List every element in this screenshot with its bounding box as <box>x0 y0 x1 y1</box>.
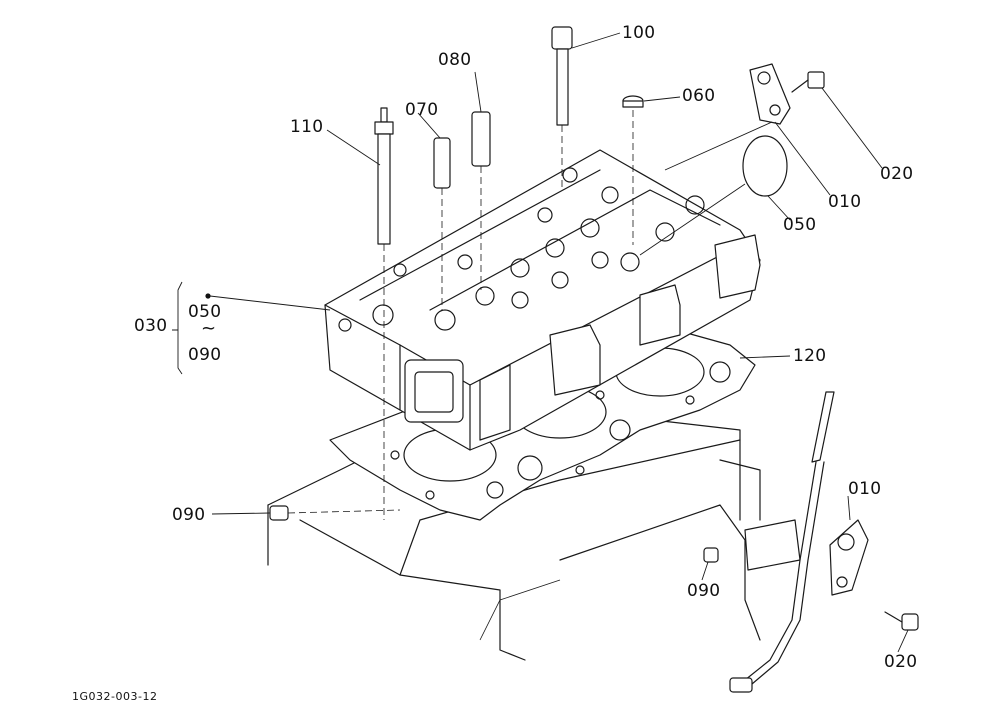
cylinder-head <box>324 149 761 451</box>
callout-090-group: 090 <box>188 345 222 365</box>
callout-110: 110 <box>290 117 324 137</box>
dipstick-guide <box>729 391 835 693</box>
callout-060: 060 <box>682 86 716 106</box>
callout-020-top: 020 <box>880 164 914 184</box>
callout-070: 070 <box>405 100 439 120</box>
stud-110 <box>374 107 394 520</box>
bolt-020-top <box>791 71 825 93</box>
guide-070 <box>433 137 451 310</box>
figure-code: 1G032-003-12 <box>72 690 158 703</box>
callout-090-bottom: 090 <box>687 581 721 601</box>
callout-030: 030 <box>134 316 168 336</box>
bolt-020-bottom <box>884 611 919 631</box>
cap-060 <box>622 95 644 245</box>
plug-090-bottom <box>703 547 719 563</box>
hanger-010-top <box>749 63 791 125</box>
callout-050-right: 050 <box>783 215 817 235</box>
plug-090-left <box>269 505 401 521</box>
callout-120: 120 <box>793 346 827 366</box>
callout-080: 080 <box>438 50 472 70</box>
callout-100: 100 <box>622 23 656 43</box>
plug-050-right <box>742 135 788 197</box>
callout-090-left: 090 <box>172 505 206 525</box>
callout-020-bottom: 020 <box>884 652 918 672</box>
bolt-100 <box>551 26 573 190</box>
guide-080 <box>471 111 491 290</box>
leader-lines <box>172 32 909 653</box>
hanger-010-bottom <box>829 519 869 596</box>
range-tilde: ~ <box>201 318 217 339</box>
callout-010-bottom: 010 <box>848 479 882 499</box>
callout-010-top: 010 <box>828 192 862 212</box>
engine-block <box>267 399 761 661</box>
callout-050-group: 050 <box>188 302 222 322</box>
